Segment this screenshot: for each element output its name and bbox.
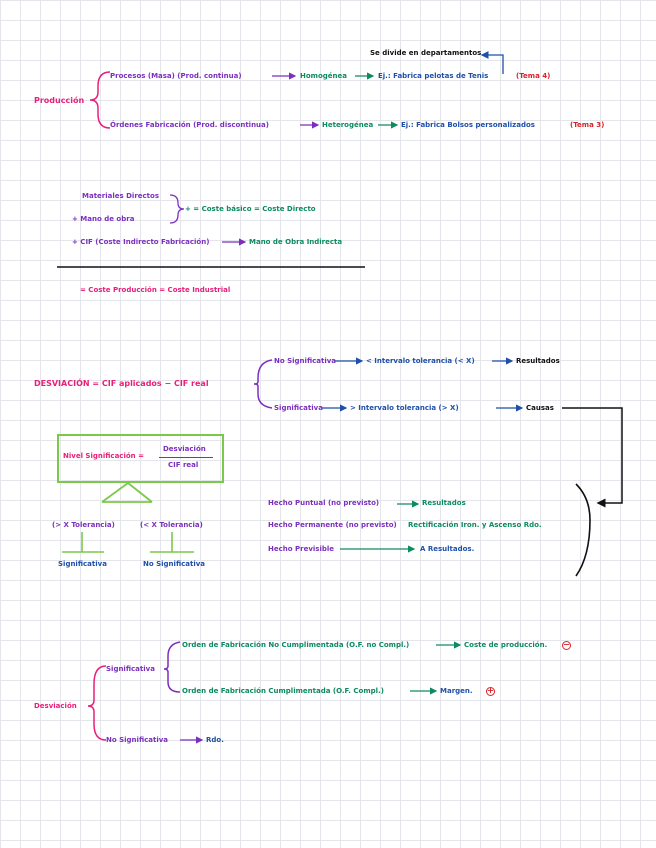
intervalo-mayor: > Intervalo tolerancia (> X) <box>350 404 459 412</box>
desviacion-root: Desviación <box>34 702 77 710</box>
right-condition: (< X Tolerancia) <box>140 521 203 529</box>
cif-label: + CIF (Coste Indirecto Fabricación) <box>72 238 210 246</box>
coste-produccion-total: = Coste Producción = Coste Industrial <box>80 286 231 294</box>
produccion-root: Producción <box>34 96 85 105</box>
resultados-label: Resultados <box>516 357 560 365</box>
box-denominator: CIF real <box>168 461 199 469</box>
homogenea-label: Homogénea <box>300 72 347 80</box>
nivel-significacion-box: Nivel Significación = Desviación CIF rea… <box>57 434 224 483</box>
brace-produccion <box>89 71 111 129</box>
left-condition: (> X Tolerancia) <box>52 521 115 529</box>
mano-obra-indirecta: Mano de Obra Indirecta <box>249 238 343 246</box>
arrow-departamentos <box>480 51 504 74</box>
causas-label: Causas <box>526 404 554 412</box>
minus-circle-icon: − <box>562 640 571 650</box>
coste-basico: + = Coste básico = Coste Directo <box>185 205 316 213</box>
rdo-result: Rdo. <box>206 736 224 744</box>
left-outcome: Significativa <box>58 560 107 568</box>
brace-causas <box>575 483 591 577</box>
brace-desviacion-2 <box>87 665 107 741</box>
significativa-branch: Significativa <box>106 665 155 673</box>
no-significativa-label: No Significativa <box>274 357 337 365</box>
fraction-bar <box>159 457 213 458</box>
arrow-causas-link <box>562 407 623 508</box>
no-significativa-branch: No Significativa <box>106 736 169 744</box>
cause-previsible-result: A Resultados. <box>420 545 475 553</box>
cause-permanente-result: Rectificación Iron. y Ascenso Rdo. <box>408 521 542 529</box>
ordenes-label: Órdenes Fabricación (Prod. discontinua) <box>110 121 269 129</box>
of-cumplimentada: Orden de Fabricación Cumplimentada (O.F.… <box>182 687 384 695</box>
right-outcome: No Significativa <box>143 560 206 568</box>
departamentos-note: Se divide en departamentos <box>370 49 482 57</box>
box-numerator: Desviación <box>163 445 206 453</box>
of-no-cumplimentada: Orden de Fabricación No Cumplimentada (O… <box>182 641 410 649</box>
procesos-label: Procesos (Masa) (Prod. continua) <box>110 72 242 80</box>
nivel-label: Nivel Significación = <box>63 452 144 460</box>
heterogenea-label: Heterogénea <box>322 121 374 129</box>
mano-de-obra: + Mano de obra <box>72 215 135 223</box>
cause-puntual: Hecho Puntual (no previsto) <box>268 499 380 507</box>
materiales-directos: Materiales Directos <box>82 192 159 200</box>
cause-previsible: Hecho Previsible <box>268 545 335 553</box>
brace-significativa <box>163 641 181 693</box>
tenis-example: Ej.: Fabrica pelotas de Tenis <box>378 72 489 80</box>
coste-produccion-result: Coste de producción. <box>464 641 548 649</box>
intervalo-menor: < Intervalo tolerancia (< X) <box>366 357 475 365</box>
plus-circle-icon: + <box>486 686 495 696</box>
tema4-label: (Tema 4) <box>516 72 551 80</box>
cause-puntual-result: Resultados <box>422 499 466 507</box>
margen-result: Margen. <box>440 687 473 695</box>
bolsos-example: Ej.: Fabrica Bolsos personalizados <box>401 121 535 129</box>
brace-desviacion <box>253 359 273 409</box>
desviacion-formula: DESVIACIÓN = CIF aplicados − CIF real <box>34 379 209 388</box>
cause-permanente: Hecho Permanente (no previsto) <box>268 521 397 529</box>
significativa-label: Significativa <box>274 404 323 412</box>
tema3-label: (Tema 3) <box>570 121 605 129</box>
brace-coste-basico <box>169 194 185 224</box>
